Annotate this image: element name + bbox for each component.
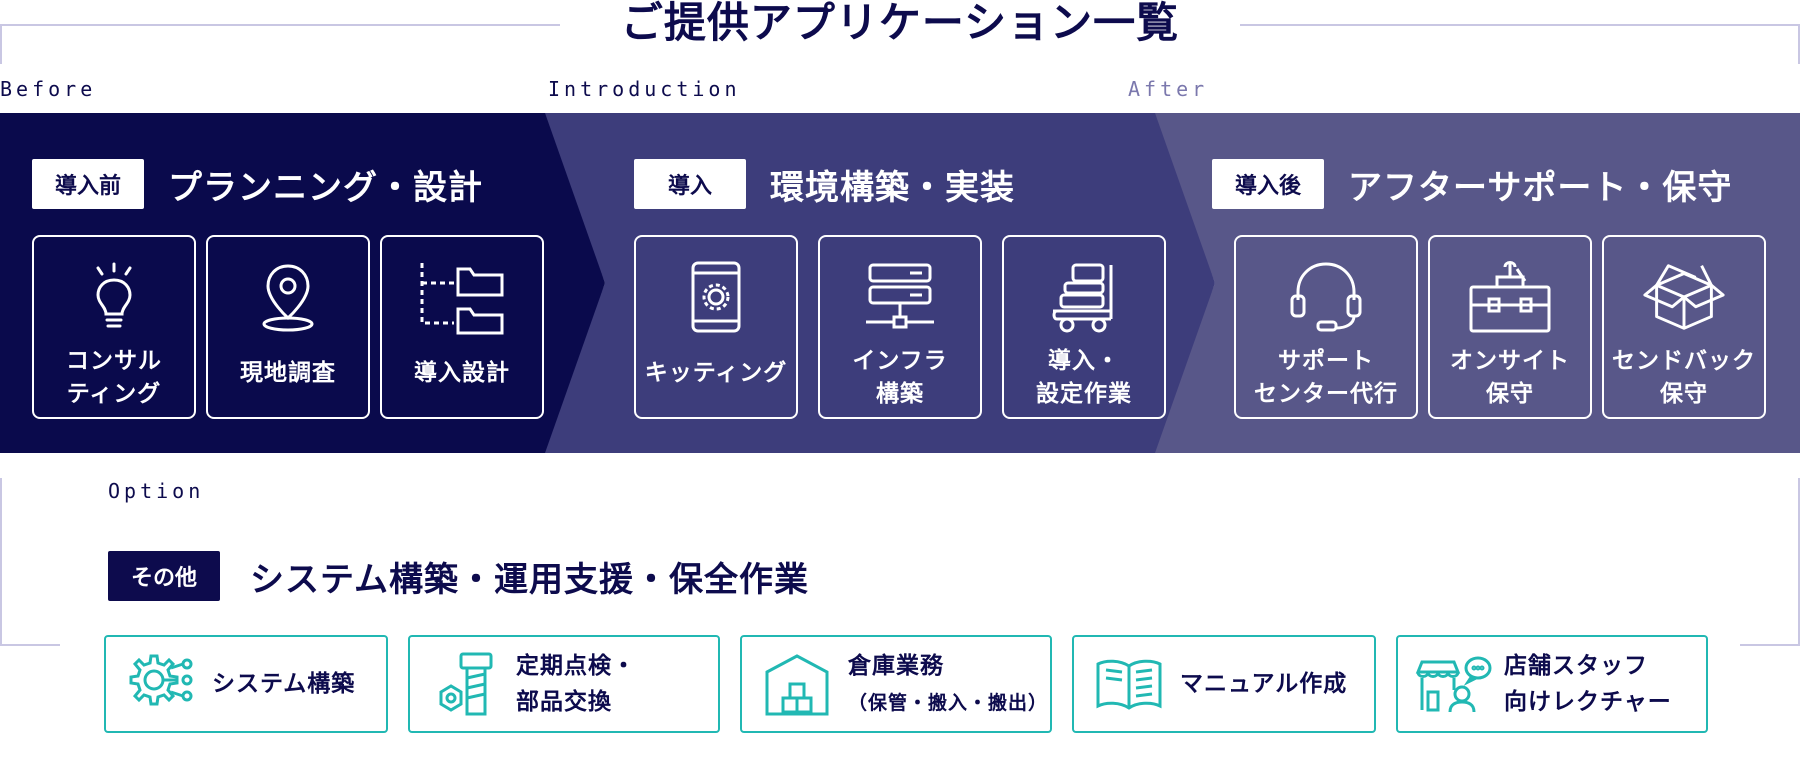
server-network-icon xyxy=(855,259,945,335)
option-label: Option xyxy=(108,479,205,503)
option-tag: その他 xyxy=(108,551,220,601)
option-card-label: 倉庫業務 （保管・搬入・搬出） xyxy=(848,648,1048,721)
phone-gear-icon xyxy=(671,259,761,335)
frame-line-right-upper xyxy=(1798,24,1800,64)
phase-tag: 導入後 xyxy=(1212,159,1324,209)
phase-tag: 導入 xyxy=(634,159,746,209)
phase-header-before: 導入前 プランニング・設計 xyxy=(32,159,483,209)
bolt-nut-icon xyxy=(426,645,504,723)
gear-network-icon xyxy=(122,645,200,723)
option-title: システム構築・運用支援・保全作業 xyxy=(250,559,809,600)
card-label: コンサル ティング xyxy=(66,348,162,407)
service-card-design: 導入設計 xyxy=(380,235,544,419)
phase-title: アフターサポート・保守 xyxy=(1348,167,1733,208)
option-card-staff-lecture: 店舗スタッフ 向けレクチャー xyxy=(1396,635,1708,733)
service-card-onsite: オンサイト 保守 xyxy=(1428,235,1592,419)
card-label: 現地調査 xyxy=(240,360,336,386)
service-card-infrastructure: インフラ 構築 xyxy=(818,235,982,419)
phase-header-introduction: 導入 環境構築・実装 xyxy=(634,159,1015,209)
option-card-label: マニュアル作成 xyxy=(1180,671,1348,697)
phase-label-after: After xyxy=(1128,77,1209,101)
package-box-icon xyxy=(1639,259,1729,335)
frame-line-bottom-right xyxy=(1740,644,1800,646)
frame-line-left-lower xyxy=(0,478,2,646)
phase-label-introduction: Introduction xyxy=(548,77,741,101)
card-label: 導入設計 xyxy=(414,360,510,386)
phase-title: プランニング・設計 xyxy=(168,167,483,208)
frame-line-top-left xyxy=(0,24,560,26)
warehouse-icon xyxy=(758,645,836,723)
option-card-warehouse: 倉庫業務 （保管・搬入・搬出） xyxy=(740,635,1052,733)
card-label: インフラ 構築 xyxy=(852,348,948,407)
band-before xyxy=(0,113,605,453)
frame-line-top-right xyxy=(1240,24,1800,26)
headset-icon xyxy=(1281,259,1371,335)
service-card-consulting: コンサル ティング xyxy=(32,235,196,419)
option-card-title: 倉庫業務 xyxy=(848,652,944,679)
service-card-site-survey: 現地調査 xyxy=(206,235,370,419)
option-card-manual: マニュアル作成 xyxy=(1072,635,1376,733)
card-label: センドバック 保守 xyxy=(1612,348,1756,407)
phase-label-before: Before xyxy=(0,77,97,101)
service-card-support-center: サポート センター代行 xyxy=(1234,235,1418,419)
frame-line-right-lower xyxy=(1798,478,1800,646)
store-staff-icon xyxy=(1414,645,1492,723)
toolbox-icon xyxy=(1465,259,1555,335)
card-label: サポート センター代行 xyxy=(1254,348,1398,407)
phase-header-after: 導入後 アフターサポート・保守 xyxy=(1212,159,1732,209)
lightbulb-icon xyxy=(69,259,159,335)
option-card-system-build: システム構築 xyxy=(104,635,388,733)
option-card-label: 店舗スタッフ 向けレクチャー xyxy=(1504,653,1672,715)
card-label: オンサイト 保守 xyxy=(1450,348,1570,407)
frame-line-left-upper xyxy=(0,24,2,64)
open-book-icon xyxy=(1090,645,1168,723)
option-card-subtitle: （保管・搬入・搬出） xyxy=(848,691,1049,714)
folder-tree-icon xyxy=(417,259,507,335)
option-header: その他 システム構築・運用支援・保全作業 xyxy=(108,551,809,601)
option-card-inspection: 定期点検・ 部品交換 xyxy=(408,635,720,733)
service-card-setup: 導入・ 設定作業 xyxy=(1002,235,1166,419)
card-label: 導入・ 設定作業 xyxy=(1036,348,1132,407)
card-label: キッティング xyxy=(644,360,788,386)
page-title: ご提供アプリケーション一覧 xyxy=(620,0,1180,47)
phase-tag: 導入前 xyxy=(32,159,144,209)
phase-title: 環境構築・実装 xyxy=(770,167,1015,208)
map-pin-icon xyxy=(243,259,333,335)
option-card-label: システム構築 xyxy=(212,671,356,697)
option-card-label: 定期点検・ 部品交換 xyxy=(516,653,636,715)
frame-line-bottom-left xyxy=(0,644,60,646)
service-card-kitting: キッティング xyxy=(634,235,798,419)
service-card-sendback: センドバック 保守 xyxy=(1602,235,1766,419)
cart-devices-icon xyxy=(1039,259,1129,335)
